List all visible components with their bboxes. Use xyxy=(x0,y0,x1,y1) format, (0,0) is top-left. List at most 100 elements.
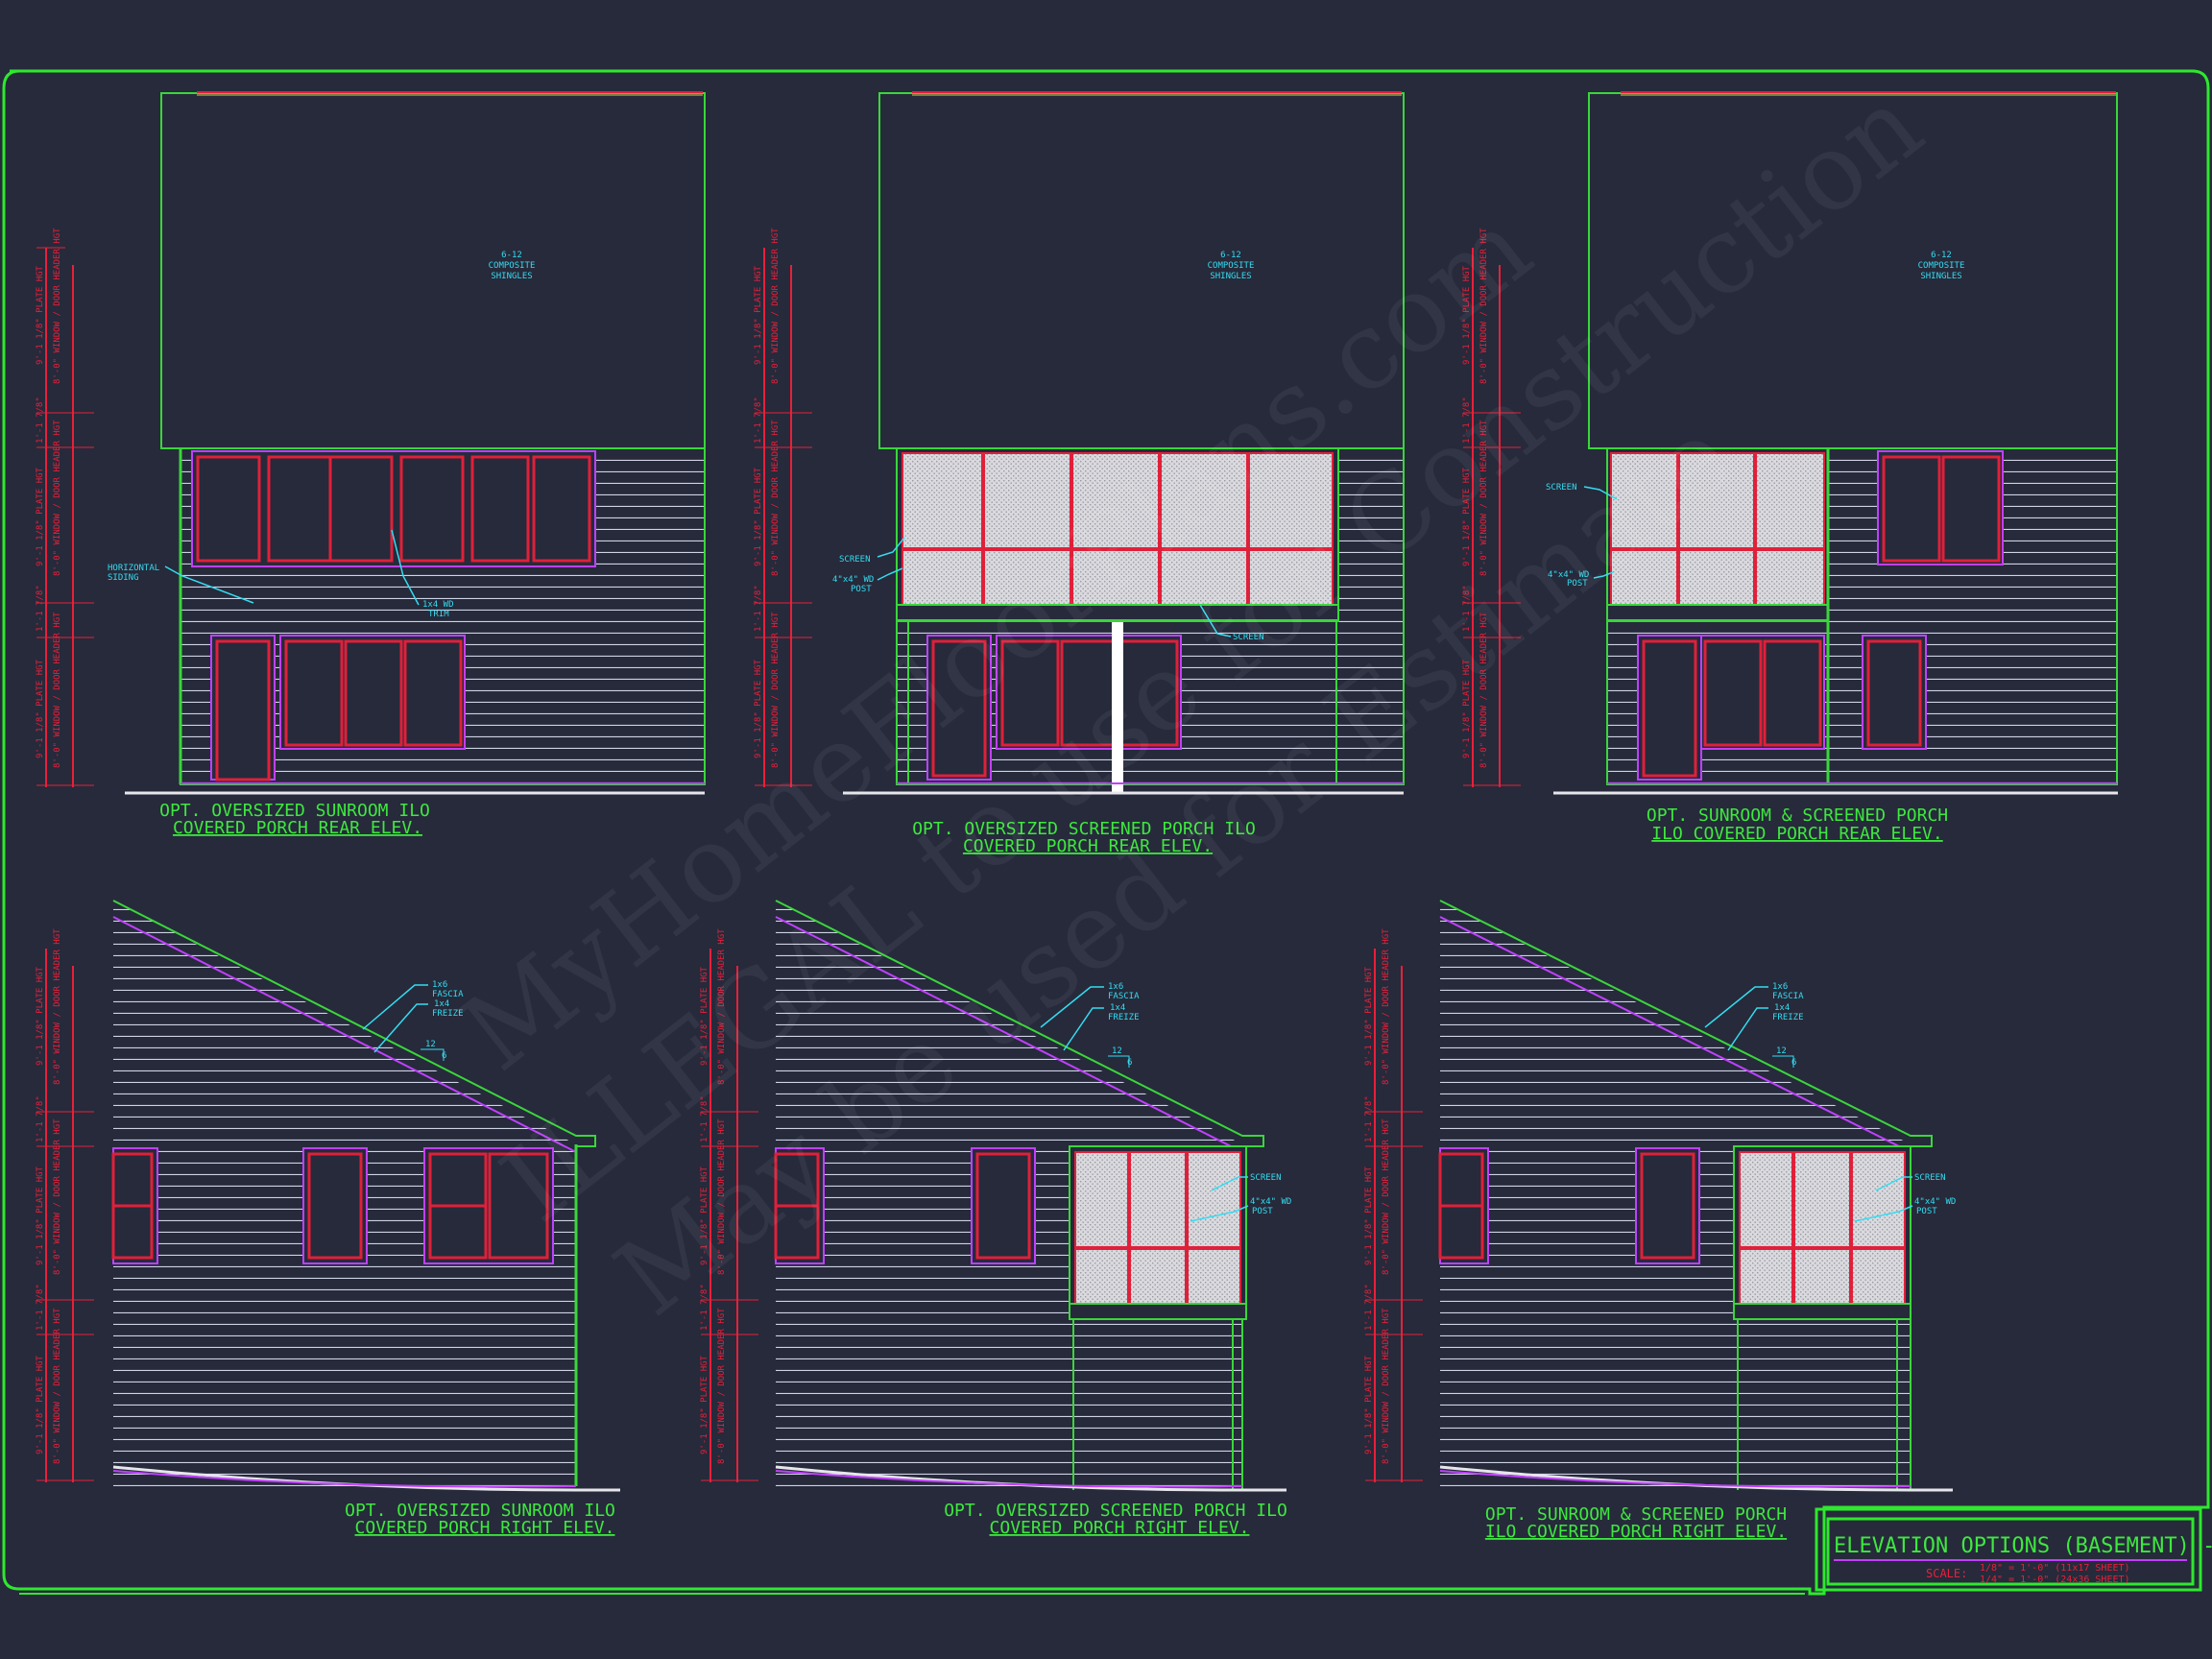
windows xyxy=(111,1147,554,1264)
dim-header-3: 8'-0" WINDOW / DOOR HEADER HGT xyxy=(53,612,62,768)
note-freize-1: 1x4 xyxy=(1774,1003,1790,1013)
dim-plate-2: 9'-1 1/8" PLATE HGT xyxy=(1462,467,1472,566)
rake-fascia xyxy=(112,900,596,1147)
note-trim: 1x4 WD TRIM xyxy=(391,529,454,619)
title-block-scale-1: 1/8" = 1'-0" (11x17 SHEET) xyxy=(1980,1563,2130,1574)
dim-floor-1: 1'-1 7/8" xyxy=(1462,397,1472,444)
note-freize-1: 1x4 xyxy=(434,999,449,1009)
window-band-upper xyxy=(191,450,596,567)
note-shingles: 6-12 COMPOSITE SHINGLES xyxy=(489,251,536,281)
dim-plate-3: 9'-1 1/8" PLATE HGT xyxy=(36,1355,45,1455)
dim-plate-1: 9'-1 1/8" PLATE HGT xyxy=(700,966,709,1066)
note-shingles-label: SHINGLES xyxy=(1920,272,1961,281)
note-post-2: POST xyxy=(1916,1207,1937,1216)
sheet-border xyxy=(2,69,2210,1596)
dim-header-1: 8'-0" WINDOW / DOOR HEADER HGT xyxy=(1382,928,1391,1085)
post xyxy=(1112,622,1123,793)
pitch-run: 12 xyxy=(425,1040,436,1049)
dim-header-1: 8'-0" WINDOW / DOOR HEADER HGT xyxy=(1479,228,1489,384)
rake-fascia xyxy=(1439,900,1933,1147)
dim-plate-3: 9'-1 1/8" PLATE HGT xyxy=(700,1355,709,1455)
title-block-scale-2: 1/4" = 1'-0" (24x36 SHEET) xyxy=(1980,1575,2130,1585)
dim-header-1: 8'-0" WINDOW / DOOR HEADER HGT xyxy=(771,228,781,384)
screened-porch xyxy=(1733,1145,1911,1490)
dim-floor-1: 1'-1 7/8" xyxy=(36,397,45,444)
elevation-view-2: 6-12 COMPOSITE SHINGLES SCREEN 4"x4" WD … xyxy=(832,91,1405,856)
door-window-lower xyxy=(1637,635,1927,781)
dim-header-2: 8'-0" WINDOW / DOOR HEADER HGT xyxy=(717,1118,727,1275)
dim-floor-2: 1'-1 7/8" xyxy=(754,585,763,632)
dim-header-2: 8'-0" WINDOW / DOOR HEADER HGT xyxy=(53,1118,62,1275)
dim-floor-1: 1'-1 7/8" xyxy=(1364,1095,1374,1142)
dim-header-2: 8'-0" WINDOW / DOOR HEADER HGT xyxy=(53,420,62,576)
door-window-lower xyxy=(926,622,1182,793)
note-shingles-composite: COMPOSITE xyxy=(489,261,536,271)
note-fascia-2: FASCIA xyxy=(1108,992,1140,1001)
dim-header-1: 8'-0" WINDOW / DOOR HEADER HGT xyxy=(53,228,62,384)
note-fascia-2: FASCIA xyxy=(1772,992,1804,1001)
note-screen: SCREEN xyxy=(1250,1173,1282,1183)
note-post-1: 4"x4" WD xyxy=(1548,570,1589,580)
note-shingles-pitch: 6-12 xyxy=(1931,251,1952,260)
note-post-2: POST xyxy=(1567,579,1588,589)
dim-plate-2: 9'-1 1/8" PLATE HGT xyxy=(700,1166,709,1265)
screened-porch xyxy=(1069,1145,1247,1490)
pitch-run: 12 xyxy=(1776,1046,1787,1056)
note-freize-2: FREIZE xyxy=(432,1009,464,1019)
roof-plane xyxy=(160,92,706,449)
dim-header-3: 8'-0" WINDOW / DOOR HEADER HGT xyxy=(53,1308,62,1464)
dim-plate-3: 9'-1 1/8" PLATE HGT xyxy=(1364,1355,1374,1455)
caption-line-2: ILO COVERED PORCH REAR ELEV. xyxy=(1651,824,1942,844)
title-block: ELEVATION OPTIONS (BASEMENT) - "A" SCALE… xyxy=(1815,1507,2212,1592)
note-fascia-1: 1x6 xyxy=(432,980,447,990)
note-screen: SCREEN xyxy=(1914,1173,1946,1183)
note-shingles-composite: COMPOSITE xyxy=(1208,261,1255,271)
dim-plate-2: 9'-1 1/8" PLATE HGT xyxy=(1364,1166,1374,1265)
caption-line-2: COVERED PORCH REAR ELEV. xyxy=(963,836,1213,856)
dim-string-v2: 9'-1 1/8" PLATE HGT 8'-0" WINDOW / DOOR … xyxy=(754,228,812,787)
note-shingles-pitch: 6-12 xyxy=(1220,251,1241,260)
dim-plate-2: 9'-1 1/8" PLATE HGT xyxy=(754,467,763,566)
note-freize-2: FREIZE xyxy=(1772,1013,1804,1022)
note-screen-2: SCREEN xyxy=(1233,633,1264,642)
note-screen: SCREEN xyxy=(839,555,871,565)
dim-plate-2: 9'-1 1/8" PLATE HGT xyxy=(36,1166,45,1265)
caption-line-1: OPT. SUNROOM & SCREENED PORCH xyxy=(1485,1504,1787,1525)
elevation-view-6: 1x6 FASCIA 1x4 FREIZE 12 6 SCREEN 4"x4" … xyxy=(1438,900,1956,1542)
dim-plate-1: 9'-1 1/8" PLATE HGT xyxy=(1364,966,1374,1066)
door-window-lower xyxy=(210,635,466,781)
dim-string-v1: 9'-1 1/8" PLATE HGT 8'-0" WINDOW / DOOR … xyxy=(36,228,94,787)
dim-plate-1: 9'-1 1/8" PLATE HGT xyxy=(36,966,45,1066)
note-fascia-1: 1x6 xyxy=(1772,982,1788,992)
dim-floor-2: 1'-1 7/8" xyxy=(1364,1284,1374,1331)
dim-header-1: 8'-0" WINDOW / DOOR HEADER HGT xyxy=(53,928,62,1085)
caption-line-1: OPT. OVERSIZED SCREENED PORCH ILO xyxy=(912,819,1256,839)
dim-floor-2: 1'-1 7/8" xyxy=(1462,585,1472,632)
dim-floor-2: 1'-1 7/8" xyxy=(700,1284,709,1331)
dim-floor-1: 1'-1 7/8" xyxy=(36,1095,45,1142)
window-upper-right xyxy=(1877,450,2004,565)
roof-plane xyxy=(878,92,1405,449)
dim-floor-2: 1'-1 7/8" xyxy=(36,585,45,632)
note-siding-1: HORIZONTAL xyxy=(108,564,159,573)
note-trim-1: 1x4 WD xyxy=(422,600,454,610)
dim-string-v4: 9'-1 1/8" PLATE HGT 8'-0" WINDOW / DOOR … xyxy=(36,928,94,1482)
title-block-title: ELEVATION OPTIONS (BASEMENT) - "A" xyxy=(1834,1534,2212,1558)
note-fascia-2: FASCIA xyxy=(432,990,464,999)
note-freize-1: 1x4 xyxy=(1110,1003,1125,1013)
note-shingles-pitch: 6-12 xyxy=(501,251,522,260)
dim-string-v5: 9'-1 1/8" PLATE HGT 8'-0" WINDOW / DOOR … xyxy=(700,928,758,1482)
note-post-1: 4"x4" WD xyxy=(832,575,874,585)
dim-floor-1: 1'-1 7/8" xyxy=(754,397,763,444)
dim-floor-1: 1'-1 7/8" xyxy=(700,1095,709,1142)
dim-header-3: 8'-0" WINDOW / DOOR HEADER HGT xyxy=(771,612,781,768)
dim-header-2: 8'-0" WINDOW / DOOR HEADER HGT xyxy=(1382,1118,1391,1275)
dim-header-2: 8'-0" WINDOW / DOOR HEADER HGT xyxy=(771,420,781,576)
dim-string-v6: 9'-1 1/8" PLATE HGT 8'-0" WINDOW / DOOR … xyxy=(1364,928,1423,1482)
note-post-2: POST xyxy=(1252,1207,1273,1216)
note-siding-2: SIDING xyxy=(108,573,139,583)
caption-line-2: COVERED PORCH RIGHT ELEV. xyxy=(990,1518,1250,1538)
dim-floor-2: 1'-1 7/8" xyxy=(36,1284,45,1331)
note-screen: SCREEN xyxy=(1546,483,1577,493)
